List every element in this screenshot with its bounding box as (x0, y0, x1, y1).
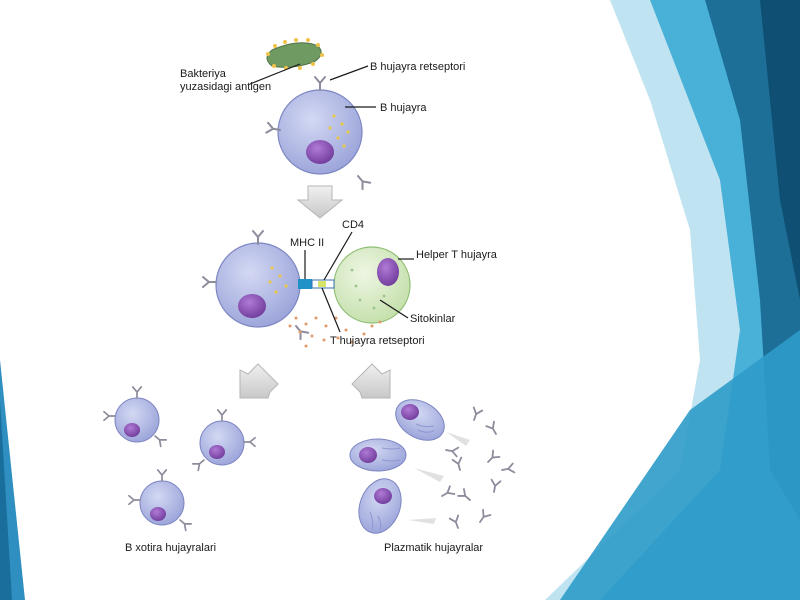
t-receptor-pointer: T hujayra retseptori (321, 287, 425, 347)
cytokines-label: Sitokinlar (410, 313, 456, 325)
memory-b-cell (191, 409, 256, 472)
b-cell-activated (202, 230, 310, 341)
plasma-cell (358, 478, 402, 534)
b-cell-pointer: B hujayra (345, 102, 427, 114)
cytokines-pointer: Sitokinlar (379, 299, 456, 325)
helper-t-pointer: Helper T hujayra (398, 249, 498, 261)
antigen-label-line1: Bakteriya (180, 68, 227, 80)
b-cell-label: B hujayra (380, 102, 427, 114)
mhc2-label: MHC II (290, 237, 324, 249)
cytokine-dots (288, 316, 382, 348)
mhc-tcr-complex (298, 279, 335, 289)
antibody-streams (408, 432, 470, 524)
free-antibodies (438, 406, 516, 531)
b-receptor-pointer: B hujayra retseptori (329, 61, 465, 81)
arrow-down-left-icon (239, 363, 279, 399)
cd4-pointer: CD4 (323, 219, 364, 281)
antigen-label-line2: yuzasidagi antigen (180, 81, 271, 93)
helper-t-nucleus (377, 258, 399, 286)
t-receptor-label: T hujayra retseptori (330, 335, 425, 347)
down-arrow-icon (296, 185, 344, 219)
plasma-cell (349, 438, 407, 472)
memory-b-cell (103, 386, 168, 448)
b-receptor-label: B hujayra retseptori (370, 61, 465, 73)
b-cell (265, 76, 372, 191)
plasma-cells-label: Plazmatik hujayralar (384, 542, 483, 554)
b-cell-nucleus (306, 140, 334, 164)
memory-b-cell (128, 469, 193, 532)
arrow-down-right-icon (351, 363, 391, 399)
mhc2-pointer: MHC II (290, 237, 324, 279)
antigen-pointer: Bakteriya yuzasidagi antigen (180, 63, 301, 93)
memory-cells-label: B xotira hujayralari (125, 542, 216, 554)
b-cell-activated-nucleus (238, 294, 266, 318)
plasma-cell (395, 399, 445, 441)
bacterium (266, 38, 324, 70)
helper-t-label: Helper T hujayra (416, 249, 498, 261)
cd4-label: CD4 (342, 219, 364, 231)
